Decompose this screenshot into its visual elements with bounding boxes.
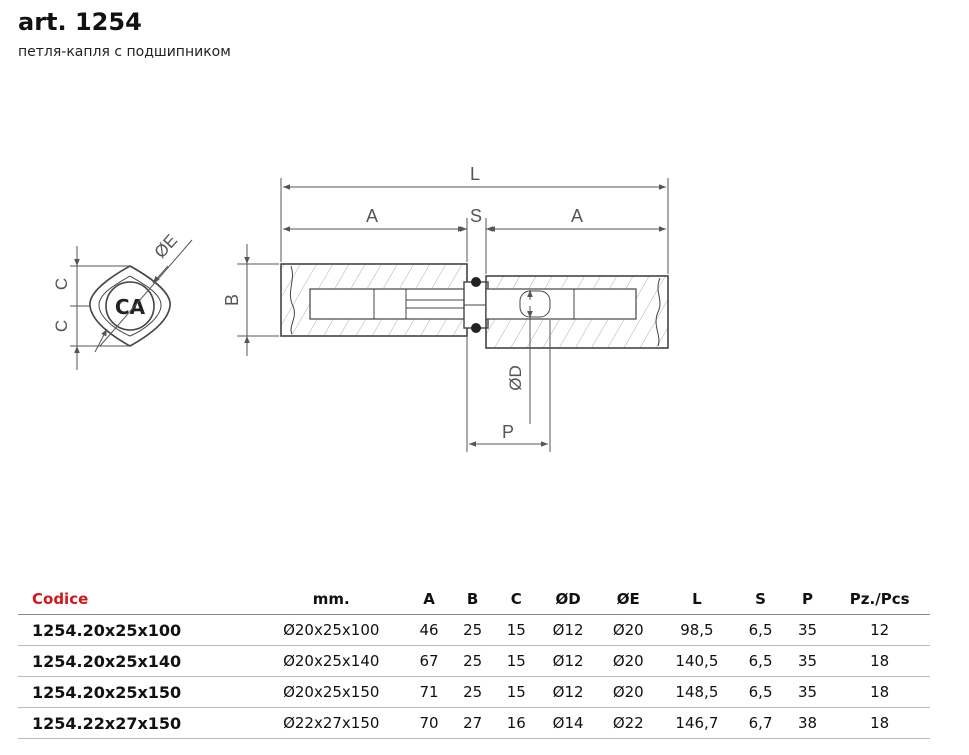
spec-table: Codice mm. A B C ØD ØE L S P Pz./Pcs 125…	[18, 584, 930, 739]
cell-phi-d: Ø12	[538, 676, 599, 708]
col-header-s: S	[735, 584, 786, 615]
label-a-right: A	[571, 206, 583, 226]
table-header-row: Codice mm. A B C ØD ØE L S P Pz./Pcs	[18, 584, 930, 615]
cell-p: 35	[785, 645, 830, 677]
label-l: L	[470, 164, 480, 184]
cell-phi-d: Ø12	[538, 614, 599, 646]
cell-pcs: 18	[829, 676, 930, 708]
technical-drawing: CA C C ØE	[52, 164, 669, 452]
col-header-mm: mm.	[255, 584, 408, 615]
cell-codice: 1254.20x25x140	[18, 645, 256, 677]
cross-section-view: CA	[89, 265, 171, 347]
cell-l: 98,5	[658, 614, 736, 646]
label-phi-d: ØD	[506, 365, 525, 391]
cell-p: 38	[785, 707, 830, 739]
table-row: 1254.20x25x100 Ø20x25x100 46 25 15 Ø12 Ø…	[18, 614, 930, 646]
dimension-a-s-a	[283, 218, 666, 274]
cell-a: 70	[407, 707, 451, 739]
col-header-l: L	[658, 584, 736, 615]
col-header-pcs: Pz./Pcs	[829, 584, 930, 615]
dimension-phi-e	[94, 239, 193, 353]
label-c-top: C	[52, 278, 71, 290]
cell-pcs: 18	[829, 645, 930, 677]
cell-phi-e: Ø22	[598, 707, 659, 739]
cell-codice: 1254.22x27x150	[18, 707, 256, 739]
cell-c: 16	[494, 707, 539, 739]
col-header-phi-e: ØE	[598, 584, 659, 615]
table-row: 1254.22x27x150 Ø22x27x150 70 27 16 Ø14 Ø…	[18, 707, 930, 739]
cell-l: 148,5	[658, 676, 736, 708]
dimension-p	[466, 320, 551, 452]
cell-a: 71	[407, 676, 451, 708]
hinge-right-leaf	[485, 275, 669, 349]
cell-s: 6,5	[735, 676, 786, 708]
col-header-c: C	[494, 584, 539, 615]
cell-mm: Ø20x25x150	[255, 676, 408, 708]
col-header-a: A	[407, 584, 451, 615]
page-title: art. 1254	[18, 8, 142, 36]
cell-s: 6,5	[735, 614, 786, 646]
dimension-b	[237, 244, 279, 356]
bearing	[463, 277, 489, 333]
table-row: 1254.20x25x150 Ø20x25x150 71 25 15 Ø12 Ø…	[18, 676, 930, 708]
label-s: S	[470, 206, 482, 226]
cell-a: 67	[407, 645, 451, 677]
cell-mm: Ø20x25x140	[255, 645, 408, 677]
cell-phi-e: Ø20	[598, 676, 659, 708]
label-b: B	[222, 294, 242, 306]
cell-l: 140,5	[658, 645, 736, 677]
cell-mm: Ø22x27x150	[255, 707, 408, 739]
col-header-b: B	[450, 584, 495, 615]
cell-b: 27	[450, 707, 495, 739]
cell-mm: Ø20x25x100	[255, 614, 408, 646]
cell-phi-e: Ø20	[598, 645, 659, 677]
cell-p: 35	[785, 676, 830, 708]
cell-phi-d: Ø12	[538, 645, 599, 677]
cell-phi-e: Ø20	[598, 614, 659, 646]
cell-c: 15	[494, 645, 539, 677]
cell-c: 15	[494, 676, 539, 708]
cell-b: 25	[450, 676, 495, 708]
cell-b: 25	[450, 614, 495, 646]
col-header-p: P	[785, 584, 830, 615]
cell-phi-d: Ø14	[538, 707, 599, 739]
cell-codice: 1254.20x25x150	[18, 676, 256, 708]
col-header-codice: Codice	[18, 584, 256, 615]
label-p: P	[502, 422, 514, 442]
table-row: 1254.20x25x140 Ø20x25x140 67 25 15 Ø12 Ø…	[18, 645, 930, 677]
hinge-left-leaf	[280, 263, 471, 337]
cell-p: 35	[785, 614, 830, 646]
label-a-left: A	[366, 206, 378, 226]
cell-s: 6,5	[735, 645, 786, 677]
cell-pcs: 12	[829, 614, 930, 646]
col-header-phi-d: ØD	[538, 584, 599, 615]
label-c-bottom: C	[52, 320, 71, 332]
cell-pcs: 18	[829, 707, 930, 739]
cell-s: 6,7	[735, 707, 786, 739]
cell-b: 25	[450, 645, 495, 677]
page-subtitle: петля-капля с подшипником	[18, 44, 231, 60]
cell-c: 15	[494, 614, 539, 646]
dimension-l	[280, 178, 669, 274]
cell-a: 46	[407, 614, 451, 646]
cell-l: 146,7	[658, 707, 736, 739]
cell-codice: 1254.20x25x100	[18, 614, 256, 646]
